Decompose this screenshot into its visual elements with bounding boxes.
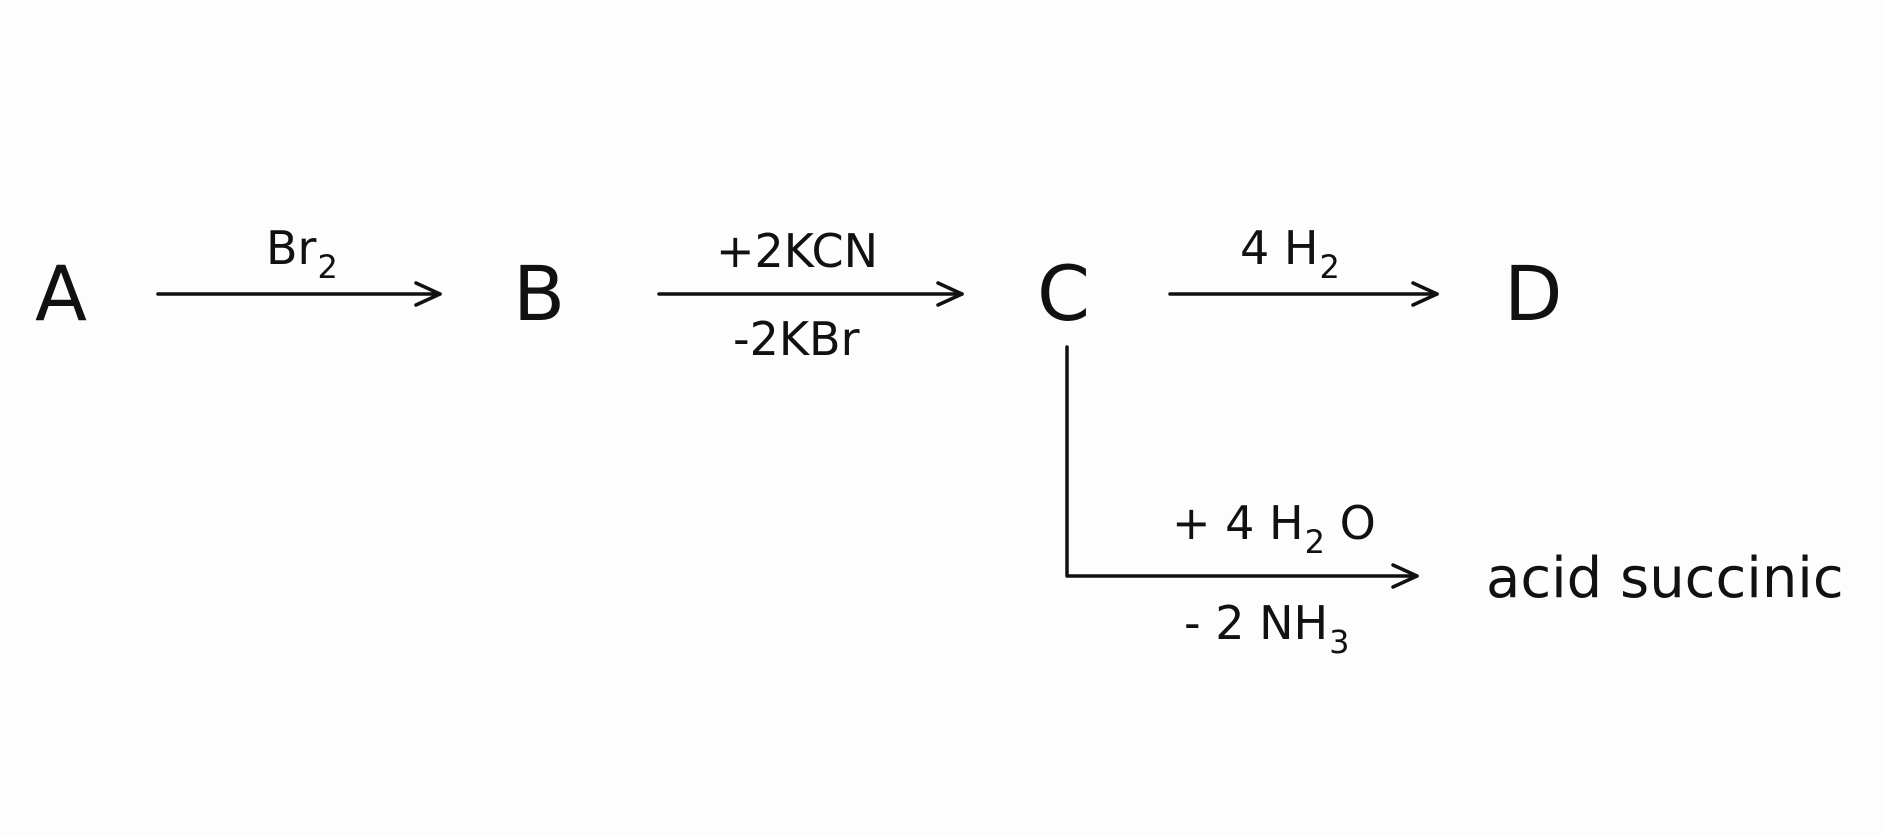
reagent-water: + 4 H2 O bbox=[1172, 500, 1376, 558]
byproduct-kbr: -2KBr bbox=[733, 312, 860, 366]
byproduct-ammonia-subscript: 3 bbox=[1329, 623, 1350, 661]
reagent-br2-text: Br bbox=[266, 221, 317, 275]
arrow-b-to-c bbox=[657, 281, 964, 307]
reagent-h2-subscript: 2 bbox=[1319, 248, 1340, 286]
reagent-h2-text: 4 H bbox=[1240, 221, 1319, 275]
reagent-water-text: + 4 H bbox=[1172, 496, 1304, 550]
compound-b: B bbox=[513, 249, 566, 338]
reagent-h2: 4 H2 bbox=[1240, 225, 1340, 283]
reagent-kcn: +2KCN bbox=[716, 224, 878, 278]
compound-c: C bbox=[1037, 249, 1091, 338]
reagent-water-subscript: 2 bbox=[1304, 523, 1326, 561]
product-acid-succinic: acid succinic bbox=[1486, 546, 1844, 611]
reagent-br2: Br2 bbox=[266, 225, 338, 283]
reagent-br2-subscript: 2 bbox=[317, 248, 338, 286]
byproduct-ammonia-text: - 2 NH bbox=[1184, 596, 1329, 650]
arrow-c-to-acid-succinic bbox=[1065, 345, 1419, 589]
compound-a: A bbox=[35, 249, 87, 338]
arrow-c-to-d bbox=[1168, 281, 1439, 307]
arrow-a-to-b bbox=[156, 281, 442, 307]
reagent-water-tail: O bbox=[1325, 496, 1376, 550]
compound-d: D bbox=[1504, 249, 1563, 338]
byproduct-ammonia: - 2 NH3 bbox=[1184, 600, 1349, 658]
